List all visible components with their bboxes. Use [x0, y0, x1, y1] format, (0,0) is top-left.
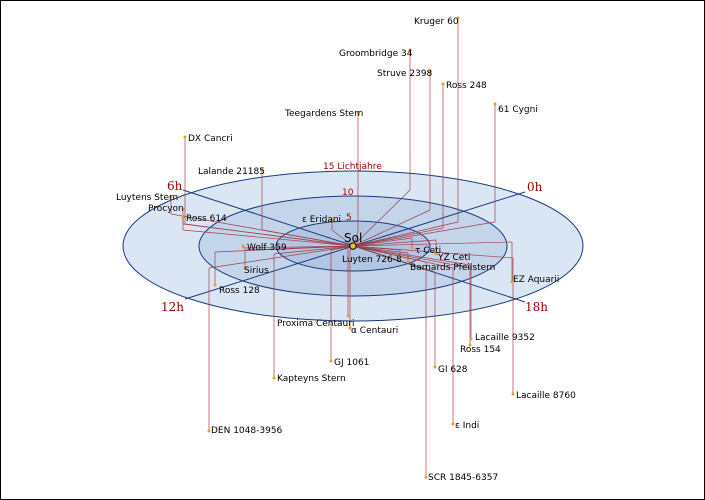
star-label-wolf-359: Wolf 359: [247, 243, 287, 253]
radial-line-lacaille-9352: [352, 245, 472, 269]
radial-line-eridani: [331, 229, 354, 247]
hour-label-6h: 6h: [167, 179, 183, 193]
radial-line-luytens-stern: [170, 213, 354, 247]
star-marker-procyon: [181, 207, 185, 211]
star-label-61-cygni: 61 Cygni: [498, 105, 538, 115]
star-marker-scr-1845-6357: [424, 475, 428, 479]
star-label-kruger-60: Kruger 60: [414, 17, 459, 27]
star-marker-luytens-stern: [169, 195, 173, 199]
star-marker-ross-614: [181, 215, 185, 219]
hour-label-0h: 0h: [527, 180, 543, 194]
sun-marker: [349, 242, 357, 250]
radial-line-struve-2398: [352, 209, 431, 247]
star-label-lacaille-8760: Lacaille 8760: [516, 391, 576, 401]
star-label-scr-1845-6357: SCR 1845-6357: [428, 473, 498, 483]
star-label-teegardens-stern: Teegardens Stern: [284, 109, 363, 119]
ring-label-10: 10: [342, 188, 354, 198]
star-lines: [170, 18, 514, 477]
star-marker-barnards-pfeilstern: [406, 259, 410, 263]
star-label-struve-2398: Struve 2398: [377, 69, 433, 79]
star-marker-kapteyns-stern: [272, 376, 276, 380]
star-label-lacaille-9352: Lacaille 9352: [475, 333, 535, 343]
star-marker-wolf-359: [241, 244, 245, 248]
star-label-groombridge-34: Groombridge 34: [339, 49, 413, 59]
star-marker-sirius: [243, 266, 247, 270]
radial-line-groombridge-34: [352, 189, 411, 247]
radial-line-kruger-60: [352, 221, 459, 247]
star-label-gl-628: Gl 628: [438, 365, 468, 375]
star-marker-gj-1061: [329, 359, 333, 363]
star-label-luytens-stern: Luytens Stern: [116, 193, 178, 203]
star-label-luyten-726-8: Luyten 726-8: [342, 255, 402, 265]
radial-line-ez-aquarii: [352, 241, 513, 247]
radial-line-yz-ceti: [352, 239, 437, 247]
star-marker-proxima-centauri: [346, 314, 350, 318]
star-marker-ross-154: [468, 343, 472, 347]
radial-line-61-cygni: [352, 221, 496, 247]
star-label-yz-ceti: YZ Ceti: [437, 253, 470, 263]
star-label-proxima-centauri: Proxima Centauri: [277, 319, 354, 329]
hour-label-18h: 18h: [525, 300, 548, 314]
star-marker-den-1048-3956: [207, 429, 211, 433]
star-marker-eridani: [330, 218, 334, 222]
star-marker-indi: [451, 422, 455, 426]
star-marker-struve-2398: [428, 70, 432, 74]
star-label-gj-1061: GJ 1061: [334, 358, 369, 368]
radial-line-scr-1845-6357: [352, 245, 427, 263]
ring-label-5: 5: [346, 213, 352, 223]
star-label-ross-128: Ross 128: [219, 286, 260, 296]
star-marker-dx-cancri: [183, 135, 187, 139]
star-marker-lacaille-8760: [511, 392, 515, 396]
star-marker-teegardens-stern: [356, 111, 360, 115]
star-label-indi: ε Indi: [455, 421, 479, 431]
star-label-dx-cancri: DX Cancri: [188, 134, 233, 144]
star-marker-ross-248: [441, 82, 445, 86]
star-label-ceti: τ Ceti: [415, 246, 441, 256]
radial-line-ross-154: [352, 245, 471, 266]
star-label-lalande-21185: Lalande 21185: [198, 167, 265, 177]
star-label-den-1048-3956: DEN 1048-3956: [211, 426, 283, 436]
sun-label: Sol: [344, 231, 362, 245]
star-marker-luyten-726-8: [398, 255, 402, 259]
star-label-sirius: Sirius: [244, 266, 269, 276]
star-marker-ceti: [410, 246, 414, 250]
radial-line-ross-128: [214, 245, 354, 253]
star-marker-lacaille-9352: [469, 337, 473, 341]
star-label-kapteyns-stern: Kapteyns Stern: [277, 374, 346, 384]
star-marker-ross-128: [213, 283, 217, 287]
radial-line-ceti: [352, 237, 413, 247]
star-marker-centauri: [348, 326, 352, 330]
star-marker-ez-aquarii: [510, 280, 514, 284]
ring-label-15: 15 Lichtjahre: [323, 162, 382, 172]
radial-line-procyon: [182, 229, 354, 247]
star-label-ross-154: Ross 154: [460, 345, 501, 355]
hour-label-12h: 12h: [161, 300, 184, 314]
star-label-barnards-pfeilstern: Barnards Pfeilstern: [410, 263, 495, 273]
star-label-centauri: α Centauri: [351, 326, 398, 336]
star-label-ross-248: Ross 248: [446, 81, 487, 91]
star-marker-gl-628: [433, 365, 437, 369]
star-label-procyon: Procyon: [148, 204, 184, 214]
star-marker-kruger-60: [456, 16, 460, 20]
star-marker-lalande-21185: [260, 168, 264, 172]
radial-line-den-1048-3956: [208, 245, 354, 269]
star-label-eridani: ε Eridani: [302, 215, 341, 225]
star-marker-groombridge-34: [408, 48, 412, 52]
star-marker-yz-ceti: [434, 252, 438, 256]
star-marker-61-cygni: [493, 102, 497, 106]
radial-line-kapteyns-stern: [273, 245, 354, 255]
radial-line-gl-628: [352, 245, 436, 273]
radial-line-ross-248: [352, 227, 444, 247]
star-label-ross-614: Ross 614: [186, 214, 227, 224]
star-label-ez-aquarii: EZ Aquarii: [513, 275, 559, 285]
radial-line-ross-614: [182, 223, 354, 247]
radial-line-lacaille-8760: [352, 245, 514, 259]
